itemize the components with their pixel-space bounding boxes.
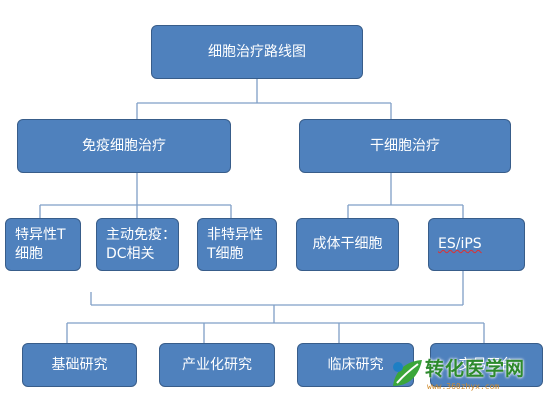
leaf-label: 非特异性 T细胞	[207, 226, 263, 262]
root-node: 细胞治疗路线图	[151, 25, 363, 79]
outcome-label: 临床研究	[327, 356, 384, 373]
leaf-node-nonspecific-t-cell: 非特异性 T细胞	[197, 218, 277, 271]
outcome-node-basic-research: 基础研究	[22, 343, 137, 387]
leaf-node-specific-t-cell: 特异性T 细胞	[5, 218, 81, 271]
branch-label: 免疫细胞治疗	[82, 137, 166, 154]
outcome-node-trading-platform: 交易平台	[430, 343, 543, 387]
branch-node-stem-cell-therapy: 干细胞治疗	[299, 119, 511, 173]
root-node-label: 细胞治疗路线图	[208, 43, 306, 60]
outcome-label: 基础研究	[51, 356, 108, 373]
leaf-label: ES/iPS	[438, 236, 482, 253]
outcome-label: 交易平台	[458, 356, 515, 373]
leaf-label: 主动免疫： DC相关	[106, 226, 176, 262]
outcome-node-industrialization-research: 产业化研究	[159, 343, 275, 387]
leaf-node-es-ips: ES/iPS	[428, 218, 525, 271]
watermark-text: 转化医学网	[425, 358, 526, 380]
leaf-label: 特异性T 细胞	[15, 226, 66, 262]
branch-node-immune-cell-therapy: 免疫细胞治疗	[17, 119, 231, 173]
branch-label: 干细胞治疗	[370, 137, 440, 154]
leaf-node-active-immunity-dc: 主动免疫： DC相关	[96, 218, 179, 271]
leaf-label: 成体干细胞	[312, 236, 383, 253]
leaf-node-adult-stem-cell: 成体干细胞	[296, 218, 399, 271]
leaf-logo-icon	[393, 360, 422, 386]
watermark-url: www.360zhyx.com	[427, 382, 500, 391]
outcome-label: 产业化研究	[182, 356, 252, 373]
watermark: 转化医学网 www.360zhyx.com	[383, 352, 558, 403]
